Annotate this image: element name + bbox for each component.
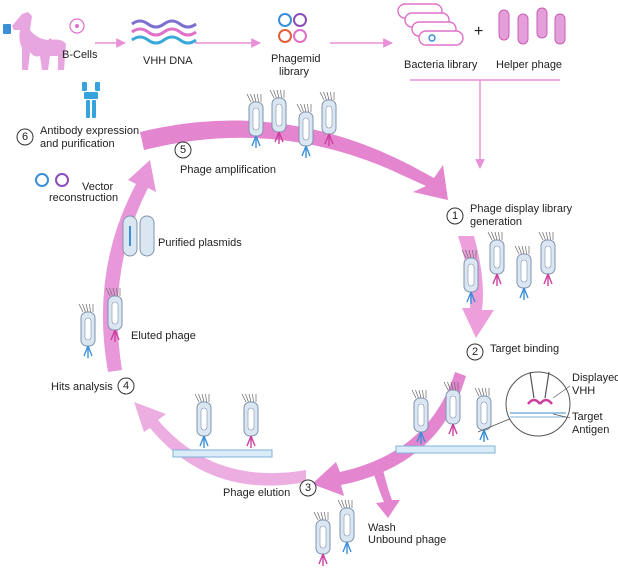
phage-particle	[78, 303, 96, 358]
svg-text:1: 1	[452, 210, 458, 222]
phage-particle	[246, 93, 264, 148]
phage-particles	[78, 89, 556, 566]
step-6-label-1: Antibody expression	[40, 125, 139, 137]
vector-icon	[35, 173, 69, 187]
phage-particle	[194, 393, 212, 448]
b-cell-icon	[69, 18, 85, 34]
step-3-label: Phage elution	[223, 487, 290, 499]
bacteria-library-icon	[397, 3, 464, 46]
bacteria-library-label: Bacteria library	[404, 59, 478, 71]
phagemid-label-1: Phagemid	[271, 53, 321, 65]
helper-phage-label: Helper phage	[496, 59, 562, 71]
binding-plate	[395, 445, 496, 454]
bcells-label: B-Cells	[62, 49, 98, 61]
displayed-vhh-label-2: VHH	[572, 385, 595, 397]
svg-text:5: 5	[180, 144, 186, 156]
plus-sign: +	[474, 23, 483, 40]
cycle-arrows	[102, 120, 494, 518]
phagemid-icon	[278, 13, 307, 43]
vector-label-2: reconstruction	[49, 192, 118, 204]
phage-particle	[411, 389, 429, 444]
phage-particle	[461, 249, 479, 304]
elution-plate	[172, 449, 273, 458]
step-1-label-2: generation	[470, 216, 522, 228]
target-antigen-label-1: Target	[572, 411, 603, 423]
eluted-phage-label: Eluted phage	[131, 330, 196, 342]
svg-text:3: 3	[305, 482, 311, 494]
step-4-label: Hits analysis	[51, 381, 113, 393]
svg-text:4: 4	[123, 380, 129, 392]
step-1-label-1: Phage display library	[470, 203, 573, 215]
zoom-inset	[477, 371, 571, 437]
phage-particle	[487, 231, 505, 286]
phage-particle	[337, 499, 355, 554]
step-5-label: Phage amplification	[180, 164, 276, 176]
cycle-arrow-bottom-right	[312, 372, 466, 496]
step-3: 3 Phage elution	[223, 479, 317, 499]
svg-text:6: 6	[22, 131, 28, 143]
purified-plasmids-icon	[122, 215, 155, 257]
vhh-dna-icon	[131, 19, 197, 45]
wash-label-1: Wash	[368, 522, 396, 534]
step-2-label: Target binding	[490, 343, 559, 355]
cycle-arrow-wash	[372, 466, 400, 518]
vector-label-1: Vector	[82, 181, 114, 193]
phage-particle	[514, 245, 532, 300]
target-antigen-label-2: Antigen	[572, 424, 609, 436]
vhh-dna-label: VHH DNA	[143, 55, 193, 67]
purified-plasmids-label: Purified plasmids	[158, 237, 242, 249]
phage-particle	[538, 231, 556, 286]
antibody-icon	[82, 82, 100, 118]
step-6: 6 Antibody expression and purification	[16, 125, 139, 150]
phage-particle	[105, 287, 123, 342]
phage-particle	[296, 103, 314, 158]
cycle-arrow-top	[140, 120, 448, 200]
step-6-label-2: and purification	[40, 138, 115, 150]
phage-particle	[313, 511, 331, 566]
svg-text:2: 2	[472, 346, 478, 358]
helper-phage-icon	[498, 7, 566, 45]
step-2: 2 Target binding	[466, 343, 559, 361]
displayed-vhh-label-1: Displayed	[572, 372, 618, 384]
phage-particle	[474, 387, 492, 442]
llama-icon	[3, 12, 66, 70]
step-1: 1 Phage display library generation	[446, 203, 573, 228]
step-4: 4 Hits analysis	[51, 377, 135, 395]
step-5: 5 Phage amplification	[174, 141, 276, 176]
phage-particle	[241, 393, 259, 448]
phage-particle	[319, 91, 337, 146]
phagemid-label-2: library	[279, 66, 309, 78]
phage-particle	[443, 381, 461, 436]
wash-label-2: Unbound phage	[368, 534, 446, 546]
phage-particle	[269, 89, 287, 144]
cycle-arrow-bottom-left	[134, 402, 306, 486]
